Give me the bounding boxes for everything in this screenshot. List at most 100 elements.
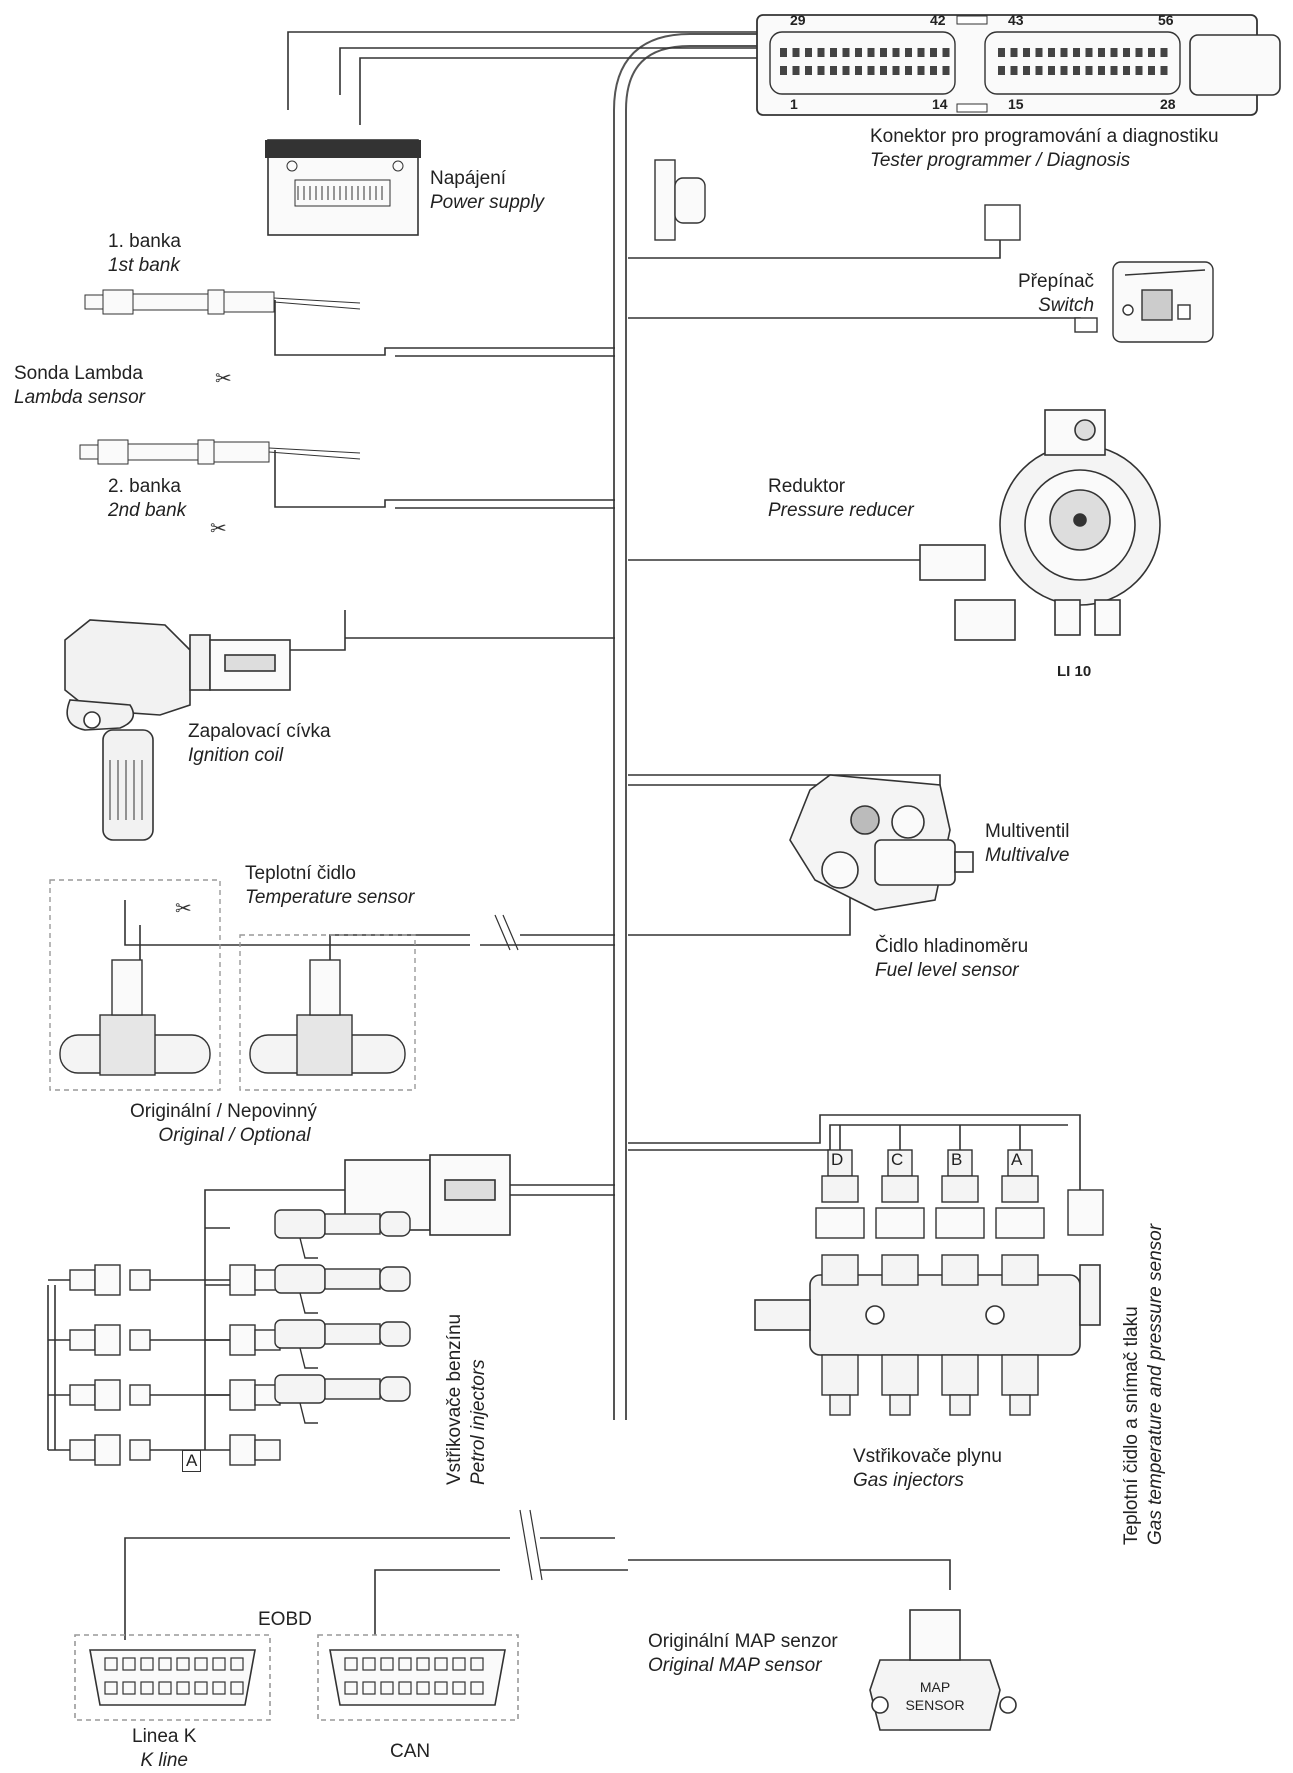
obd-pin [362, 1681, 376, 1695]
connector-pin [942, 48, 950, 57]
obd-pin [398, 1681, 412, 1695]
obd-pin [122, 1657, 136, 1671]
connector-pin [905, 66, 912, 75]
obd-pin [416, 1681, 430, 1695]
gas-injector-letter: D [831, 1150, 844, 1169]
connector-pin [1023, 48, 1030, 57]
obd-pin [176, 1657, 190, 1671]
connector-pin [792, 48, 800, 57]
pin-label: 42 [930, 12, 946, 28]
map-sensor-icon: MAP SENSOR [869, 1609, 1017, 1731]
connector-pin [830, 66, 837, 75]
gas-injector-letter: A [1011, 1150, 1023, 1169]
pin-label: 43 [1008, 12, 1024, 28]
connector-pin [880, 48, 887, 57]
connector-pin [1160, 66, 1168, 75]
connector-pin [1110, 66, 1118, 75]
connector-pin [805, 48, 812, 57]
connector-pin [1048, 66, 1055, 75]
connector-pin [1035, 66, 1043, 75]
connector-pin [1085, 48, 1093, 57]
connector-pin [1098, 48, 1105, 57]
connector-pin [1123, 48, 1130, 57]
connector-pin [792, 66, 800, 75]
connector-pin [780, 48, 787, 57]
obd-pin [140, 1681, 154, 1695]
connector-pin [867, 48, 875, 57]
connector-pin [892, 48, 900, 57]
obd-pin [104, 1657, 118, 1671]
connector-pin [1110, 48, 1118, 57]
connector-pin [930, 48, 937, 57]
map-sensor-body-line1: MAP [920, 1679, 950, 1695]
petrol-injectors-icon [48, 1209, 411, 1466]
battery-icon [265, 139, 421, 236]
petrol-injector-mark: A [182, 1450, 202, 1472]
connector-pin [930, 66, 937, 75]
connector-pin [855, 66, 862, 75]
gas-harness [628, 1114, 1081, 1190]
obd-pin [230, 1681, 244, 1695]
can-label: CAN [390, 1741, 431, 1762]
connector-pin [1123, 66, 1130, 75]
connector-pin [1048, 48, 1055, 57]
obd-pin [452, 1681, 466, 1695]
obd-pin [362, 1657, 376, 1671]
map-sensor-body-line2: SENSOR [905, 1697, 964, 1713]
connector-pin [817, 66, 825, 75]
diagnosis-connector [756, 14, 1281, 116]
lambda1-wires [274, 300, 615, 357]
pin-label: 14 [932, 96, 948, 112]
obd-pin [380, 1681, 394, 1695]
switch-wires [628, 232, 1081, 325]
obd-pin [122, 1681, 136, 1695]
connector-pin [817, 48, 825, 57]
obd-pin [434, 1681, 448, 1695]
connector-pin [880, 66, 887, 75]
obd-pin [398, 1657, 412, 1671]
ignition-coil-icon [64, 619, 291, 841]
lambda2-wires [274, 450, 615, 509]
obd-pin [194, 1681, 208, 1695]
connector-pin [1073, 48, 1080, 57]
connector-pin [842, 66, 850, 75]
connector-pin [917, 48, 925, 57]
connector-pin [1023, 66, 1030, 75]
ignition-wires [290, 610, 615, 651]
connector-pin [892, 66, 900, 75]
temperature-sensor-icon [49, 879, 416, 1091]
obd-pin [212, 1657, 226, 1671]
connector-pin [1035, 48, 1043, 57]
connector-pin [905, 48, 912, 57]
switch-icon[interactable] [984, 204, 1214, 343]
connector-pin [1010, 48, 1018, 57]
obd-pin [416, 1657, 430, 1671]
power-wires [287, 31, 760, 125]
gas-injectors-icon [815, 1149, 1045, 1416]
obd-pin [470, 1657, 484, 1671]
svg-text:✂: ✂ [210, 518, 227, 540]
connector-pin [830, 48, 837, 57]
eobd-label: EOBD [258, 1609, 312, 1630]
obd-pin [140, 1657, 154, 1671]
pin-label: 15 [1008, 96, 1024, 112]
connector-pin [1160, 48, 1168, 57]
obd-pin [212, 1681, 226, 1695]
gas-injector-letter: C [891, 1150, 904, 1169]
obd-pin [434, 1657, 448, 1671]
connector-pin [1135, 66, 1143, 75]
